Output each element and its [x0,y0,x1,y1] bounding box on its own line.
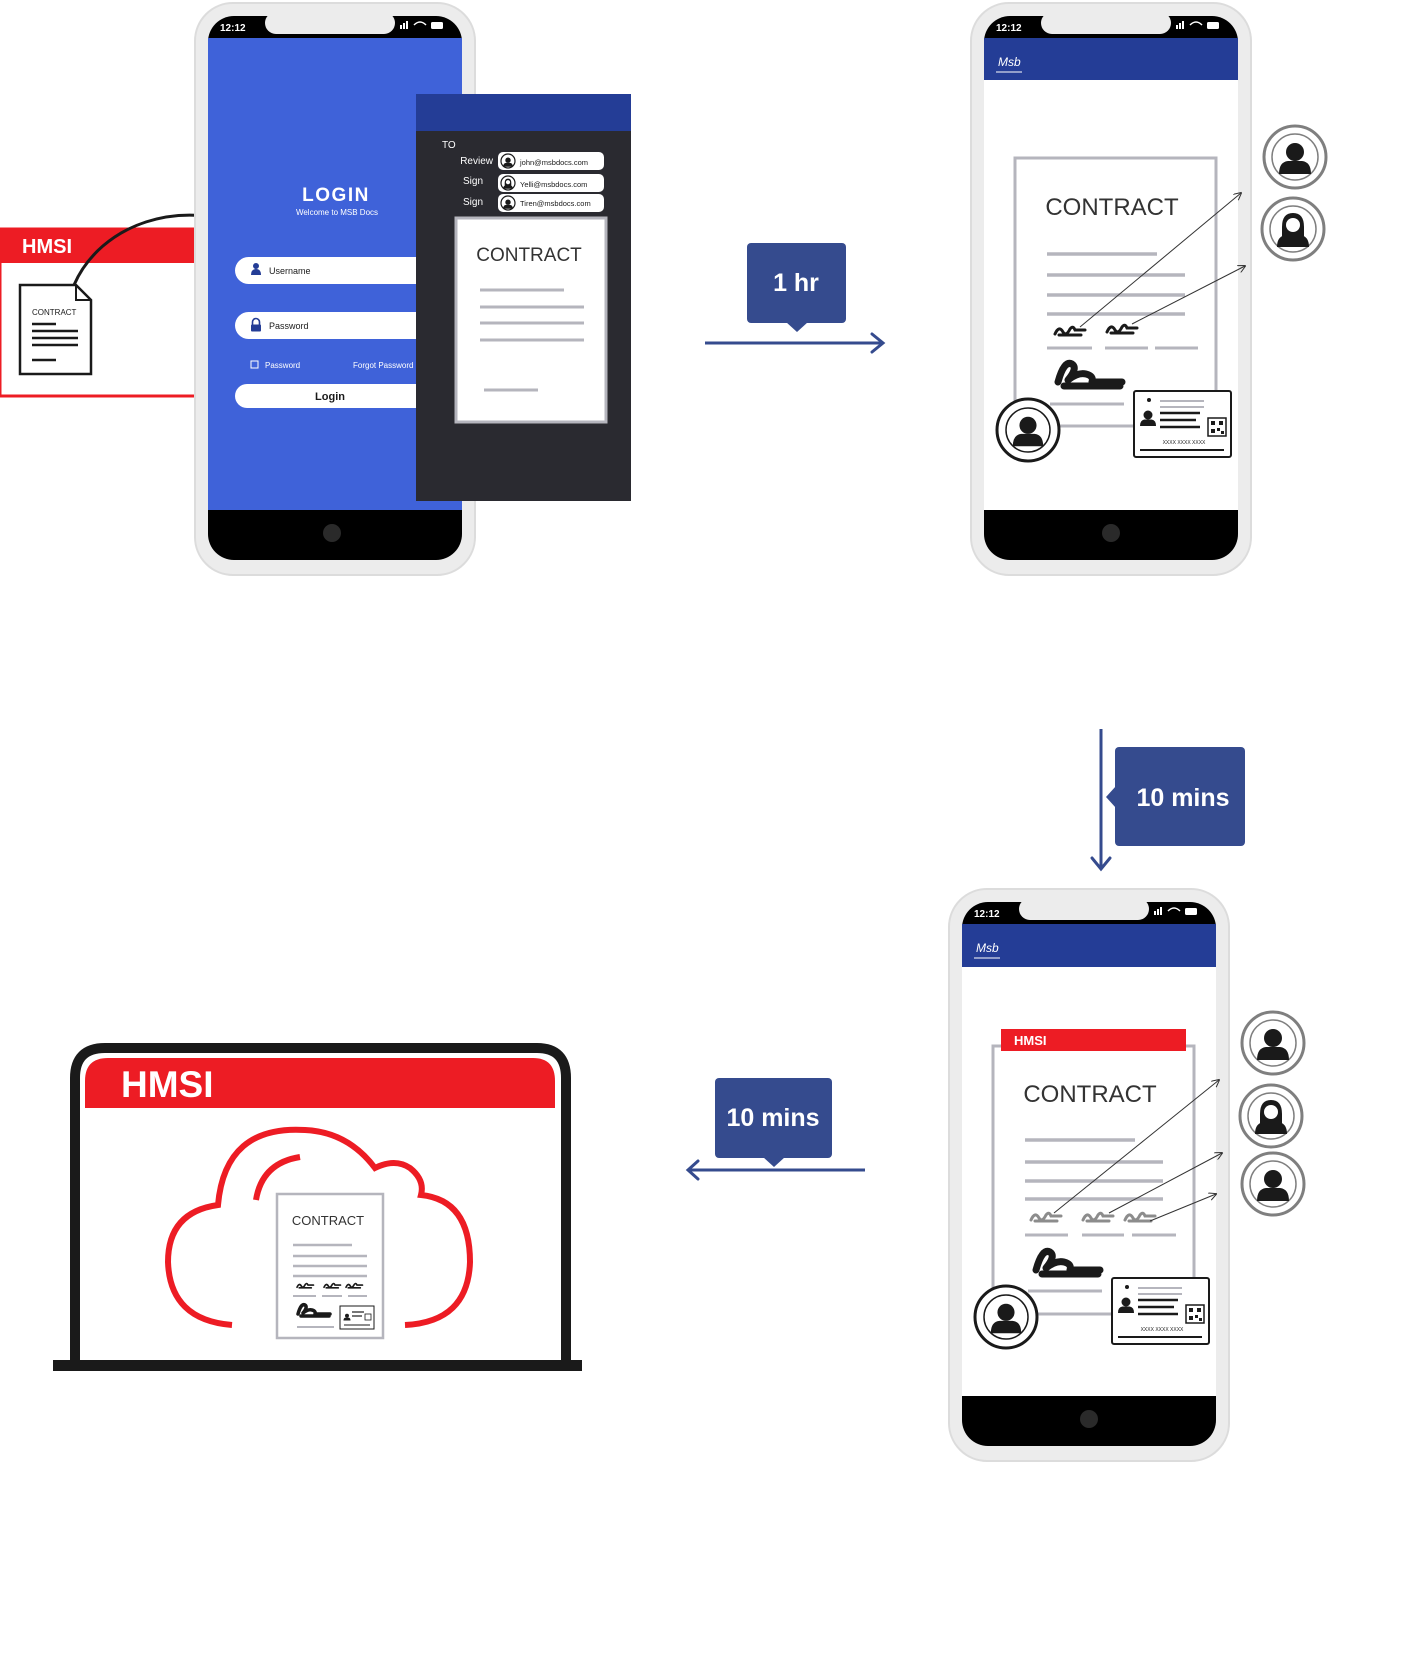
msb-logo: Msb [974,941,1000,959]
recipient-role: Sign [463,197,483,208]
step-2-arrow [1090,729,1112,872]
laptop-brand: HMSI [121,1064,214,1105]
msb-logo-text: Msb [998,55,1021,69]
recipient-row[interactable]: Review john@msbdocs.com [460,152,604,170]
forgot-password-link[interactable]: Forgot Password [353,361,413,370]
lock-icon [251,317,261,332]
msb-logo-text: Msb [976,941,999,955]
contract-title: CONTRACT [1023,1081,1157,1108]
status-time: 12:12 [974,909,1000,920]
signing-phone: 12:12 Msb CONTRACT [970,2,1252,576]
cloud-contract-title: CONTRACT [292,1213,364,1228]
hmsi-phone-brand: HMSI [1014,1033,1047,1048]
recipient-role: Sign [463,176,483,187]
step-1-time: 1 hr [773,269,819,297]
recipient-role: Review [460,156,494,167]
step-1-badge: 1 hr [747,243,846,332]
step-3-badge: 10 mins [715,1078,832,1167]
contract-preview-title: CONTRACT [476,245,582,266]
status-icons [400,21,443,29]
status-time: 12:12 [996,23,1022,34]
cloud-icon [164,1126,474,1328]
id-number: XXXX XXXX XXXX [1141,1327,1184,1333]
status-icons [1154,907,1197,915]
step-2-time: 10 mins [1136,784,1229,812]
id-card-icon: XXXX XXXX XXXX [1133,390,1232,458]
cloud-contract-document: CONTRACT [275,1192,385,1340]
hmsi-contract-document: HMSI CONTRACT [991,1029,1222,1316]
step-3-arrow [685,1159,865,1181]
recipients-panel: TO Review john@msbdocs.com Sign Yelli@ms… [416,94,631,501]
status-icons [1176,21,1219,29]
recipient-email: Tiren@msbdocs.com [520,199,591,208]
home-button-icon[interactable] [323,524,341,542]
laptop: HMSI CONTRACT [53,1043,582,1371]
recipient-email: Yelli@msbdocs.com [520,180,587,189]
contract-preview: CONTRACT [454,216,608,424]
contract-title: CONTRACT [1045,194,1179,221]
signer-avatar-2 [1238,1083,1304,1149]
id-card-icon: XXXX XXXX XXXX [1111,1277,1210,1345]
step-2-badge: 10 mins [1106,747,1245,846]
login-button[interactable]: Login [235,384,434,408]
qr-code [1185,1304,1205,1324]
hmsi-source-doc-label: CONTRACT [32,308,77,317]
msb-logo: Msb [996,55,1022,73]
recipient-row[interactable]: Sign Tiren@msbdocs.com [463,194,604,212]
document-file-icon [18,283,93,376]
home-button-icon[interactable] [1102,524,1120,542]
password-input[interactable]: Password [235,312,434,339]
username-input[interactable]: Username [235,257,434,284]
status-time: 12:12 [220,23,246,34]
recipients-to-label: TO [442,140,456,151]
qr-code [1207,417,1227,437]
id-number: XXXX XXXX XXXX [1163,440,1206,446]
contract-document: CONTRACT [1013,156,1245,428]
login-subtitle: Welcome to MSB Docs [296,208,378,217]
home-button-icon[interactable] [1080,1410,1098,1428]
signer-avatar-2 [1260,196,1326,262]
recipient-email: john@msbdocs.com [519,158,588,167]
hmsi-source-brand: HMSI [22,236,72,258]
final-phone: 12:12 Msb HMSI CONTRACT [948,888,1230,1462]
signer-avatar-1 [1240,1010,1306,1076]
id-card-icon [339,1305,375,1330]
hmsi-source-document: HMSI CONTRACT [0,213,260,398]
password-placeholder: Password [269,321,309,331]
step-1-arrow [705,332,886,354]
username-placeholder: Username [269,266,311,276]
login-button-label: Login [315,391,345,403]
signer-avatar-1 [1262,124,1328,190]
signer-avatar [995,397,1061,463]
signer-avatar [973,1284,1039,1350]
remember-checkbox[interactable]: Password [250,360,300,370]
signer-avatar-3 [1240,1151,1306,1217]
remember-label: Password [265,361,300,370]
recipient-row[interactable]: Sign Yelli@msbdocs.com [463,174,604,192]
user-icon [251,263,261,275]
step-3-time: 10 mins [726,1104,819,1132]
login-title: LOGIN [302,185,370,206]
